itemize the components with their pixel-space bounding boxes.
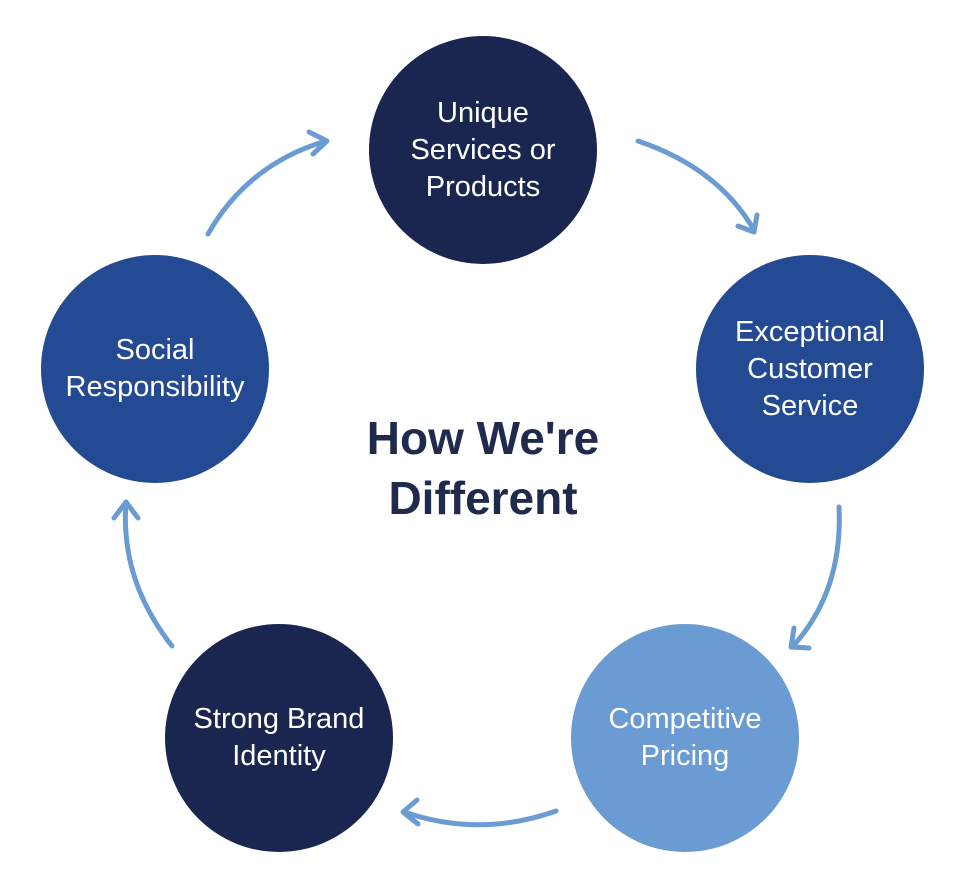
arrowhead-service-to-pricing: [788, 625, 812, 651]
node-exceptional-service: Exceptional Customer Service: [696, 255, 924, 483]
arrow-social-to-unique: [205, 138, 329, 237]
arrowhead-unique-to-service: [735, 212, 760, 235]
diagram-title: How We're Different: [366, 412, 600, 524]
node-competitive-pricing: Competitive Pricing: [571, 624, 799, 852]
arrow-pricing-to-brand: [401, 808, 559, 828]
node-unique-services: Unique Services or Products: [369, 36, 597, 264]
arrowhead-brand-to-social: [111, 499, 141, 521]
arrow-service-to-pricing: [791, 504, 842, 648]
node-strong-brand: Strong Brand Identity: [165, 624, 393, 852]
arrow-unique-to-service: [635, 138, 757, 233]
arrow-brand-to-social: [122, 499, 175, 649]
arrowhead-social-to-unique: [306, 129, 330, 157]
node-social-responsibility: Social Responsibility: [41, 255, 269, 483]
arrowhead-pricing-to-brand: [400, 797, 421, 827]
